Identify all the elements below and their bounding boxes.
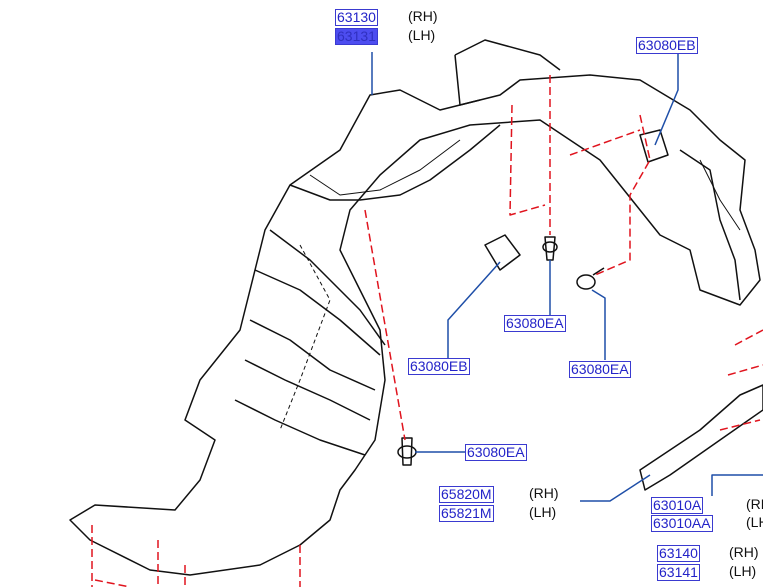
part-number-63140[interactable]: 63140 — [657, 545, 700, 562]
part-number-63141[interactable]: 63141 — [657, 564, 700, 581]
part-number-63080EB[interactable]: 63080EB — [636, 37, 698, 54]
part-number-63080EB[interactable]: 63080EB — [408, 358, 470, 375]
part-number-63010A[interactable]: 63010A — [651, 497, 704, 514]
part-number-65821M[interactable]: 65821M — [439, 505, 494, 522]
side-label: (RH) — [746, 496, 763, 512]
clip-63080EB-left — [484, 234, 521, 271]
fender-liner-outline — [69, 74, 761, 576]
bolt-63080EA-lower — [397, 437, 417, 466]
side-label: (RH) — [529, 485, 559, 501]
part-number-63080EA[interactable]: 63080EA — [569, 361, 631, 378]
part-number-63131[interactable]: 63131 — [335, 28, 378, 45]
side-label: (RH) — [729, 544, 759, 560]
side-label: (LH) — [746, 514, 763, 530]
part-number-63080EA[interactable]: 63080EA — [504, 315, 566, 332]
side-label: (LH) — [408, 27, 436, 43]
bolt-63080EA-center — [542, 236, 558, 261]
part-65820M — [639, 384, 763, 491]
part-number-65820M[interactable]: 65820M — [439, 486, 494, 503]
side-label: (LH) — [529, 504, 557, 520]
bolt-63080EA-right — [576, 267, 605, 290]
side-label: (RH) — [408, 8, 438, 24]
side-label: (LH) — [729, 563, 757, 579]
part-number-63080EA[interactable]: 63080EA — [465, 444, 527, 461]
clip-63080EB-right — [639, 129, 669, 163]
part-number-63130[interactable]: 63130 — [335, 9, 378, 26]
part-number-63010AA[interactable]: 63010AA — [651, 515, 713, 532]
